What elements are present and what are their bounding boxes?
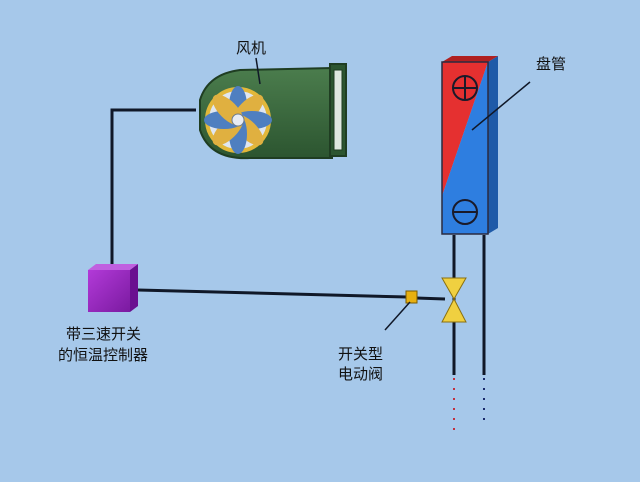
coil-side	[488, 56, 498, 234]
control-wire-fan	[110, 108, 196, 268]
fan-label: 风机	[236, 39, 267, 57]
controller-label-line1: 带三速开关	[66, 325, 142, 343]
valve-leader-line	[384, 301, 411, 331]
coil-plus-icon	[452, 75, 478, 101]
fan-unit	[199, 57, 347, 160]
fan-blades-icon	[204, 86, 272, 154]
coil-minus-icon	[452, 199, 478, 225]
coil-top	[442, 56, 498, 62]
coil-leader-line	[471, 81, 531, 131]
coil-label: 盘管	[536, 55, 567, 73]
valve-label-line2: 电动阀	[338, 365, 384, 383]
coil-cold-section	[442, 62, 488, 234]
coil-unit	[441, 56, 531, 235]
thermostat-controller	[88, 264, 138, 312]
control-wire-valve	[137, 288, 408, 299]
valve-pipe-link	[415, 296, 446, 301]
fan-leader-line	[255, 57, 261, 85]
valve-actuator	[384, 290, 418, 331]
electric-valve	[441, 277, 467, 323]
valve-label-line1: 开关型	[338, 345, 384, 363]
controller-label-line2: 的恒温控制器	[58, 346, 149, 364]
